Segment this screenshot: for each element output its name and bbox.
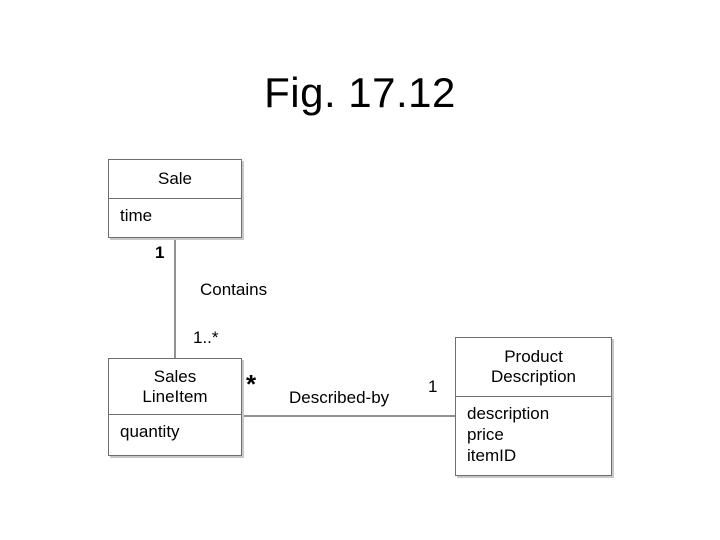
sale-name-text: Sale xyxy=(157,169,193,188)
contains-multiplicity-sale: 1 xyxy=(155,243,165,262)
sale-class-name: Sale xyxy=(109,160,241,199)
described-by-multiplicity-product: 1 xyxy=(428,377,438,396)
sales-line-item-class-name: Sales LineItem xyxy=(109,359,241,415)
described-by-association-label: Described-by xyxy=(289,388,390,407)
product-description-name-line1: Product xyxy=(504,347,563,366)
sale-attributes: time xyxy=(109,199,241,226)
contains-multiplicity-line-item: 1..* xyxy=(193,328,219,347)
figure-title: Fig. 17.12 xyxy=(264,69,456,116)
product-description-attribute-price: price xyxy=(467,425,504,444)
product-description-attribute-itemid: itemID xyxy=(467,446,517,465)
sales-line-item-attribute-quantity: quantity xyxy=(120,422,180,441)
product-description-class-name: Product Description xyxy=(456,338,611,397)
described-by-multiplicity-line-item: * xyxy=(246,369,257,399)
product-description-attributes: description price itemID xyxy=(456,397,611,466)
sales-line-item-name-line2: LineItem xyxy=(142,386,208,406)
sales-line-item-attributes: quantity xyxy=(109,415,241,442)
sales-line-item-name-line1: Sales xyxy=(153,366,197,386)
sale-class: Sale time xyxy=(108,159,242,238)
sales-line-item-class: Sales LineItem quantity xyxy=(108,358,242,456)
sale-attribute-time: time xyxy=(120,206,153,225)
product-description-class: Product Description description price it… xyxy=(455,337,612,476)
product-description-attribute-description: description xyxy=(467,404,550,423)
product-description-name-line2: Description xyxy=(490,367,577,386)
contains-association-label: Contains xyxy=(200,280,268,299)
